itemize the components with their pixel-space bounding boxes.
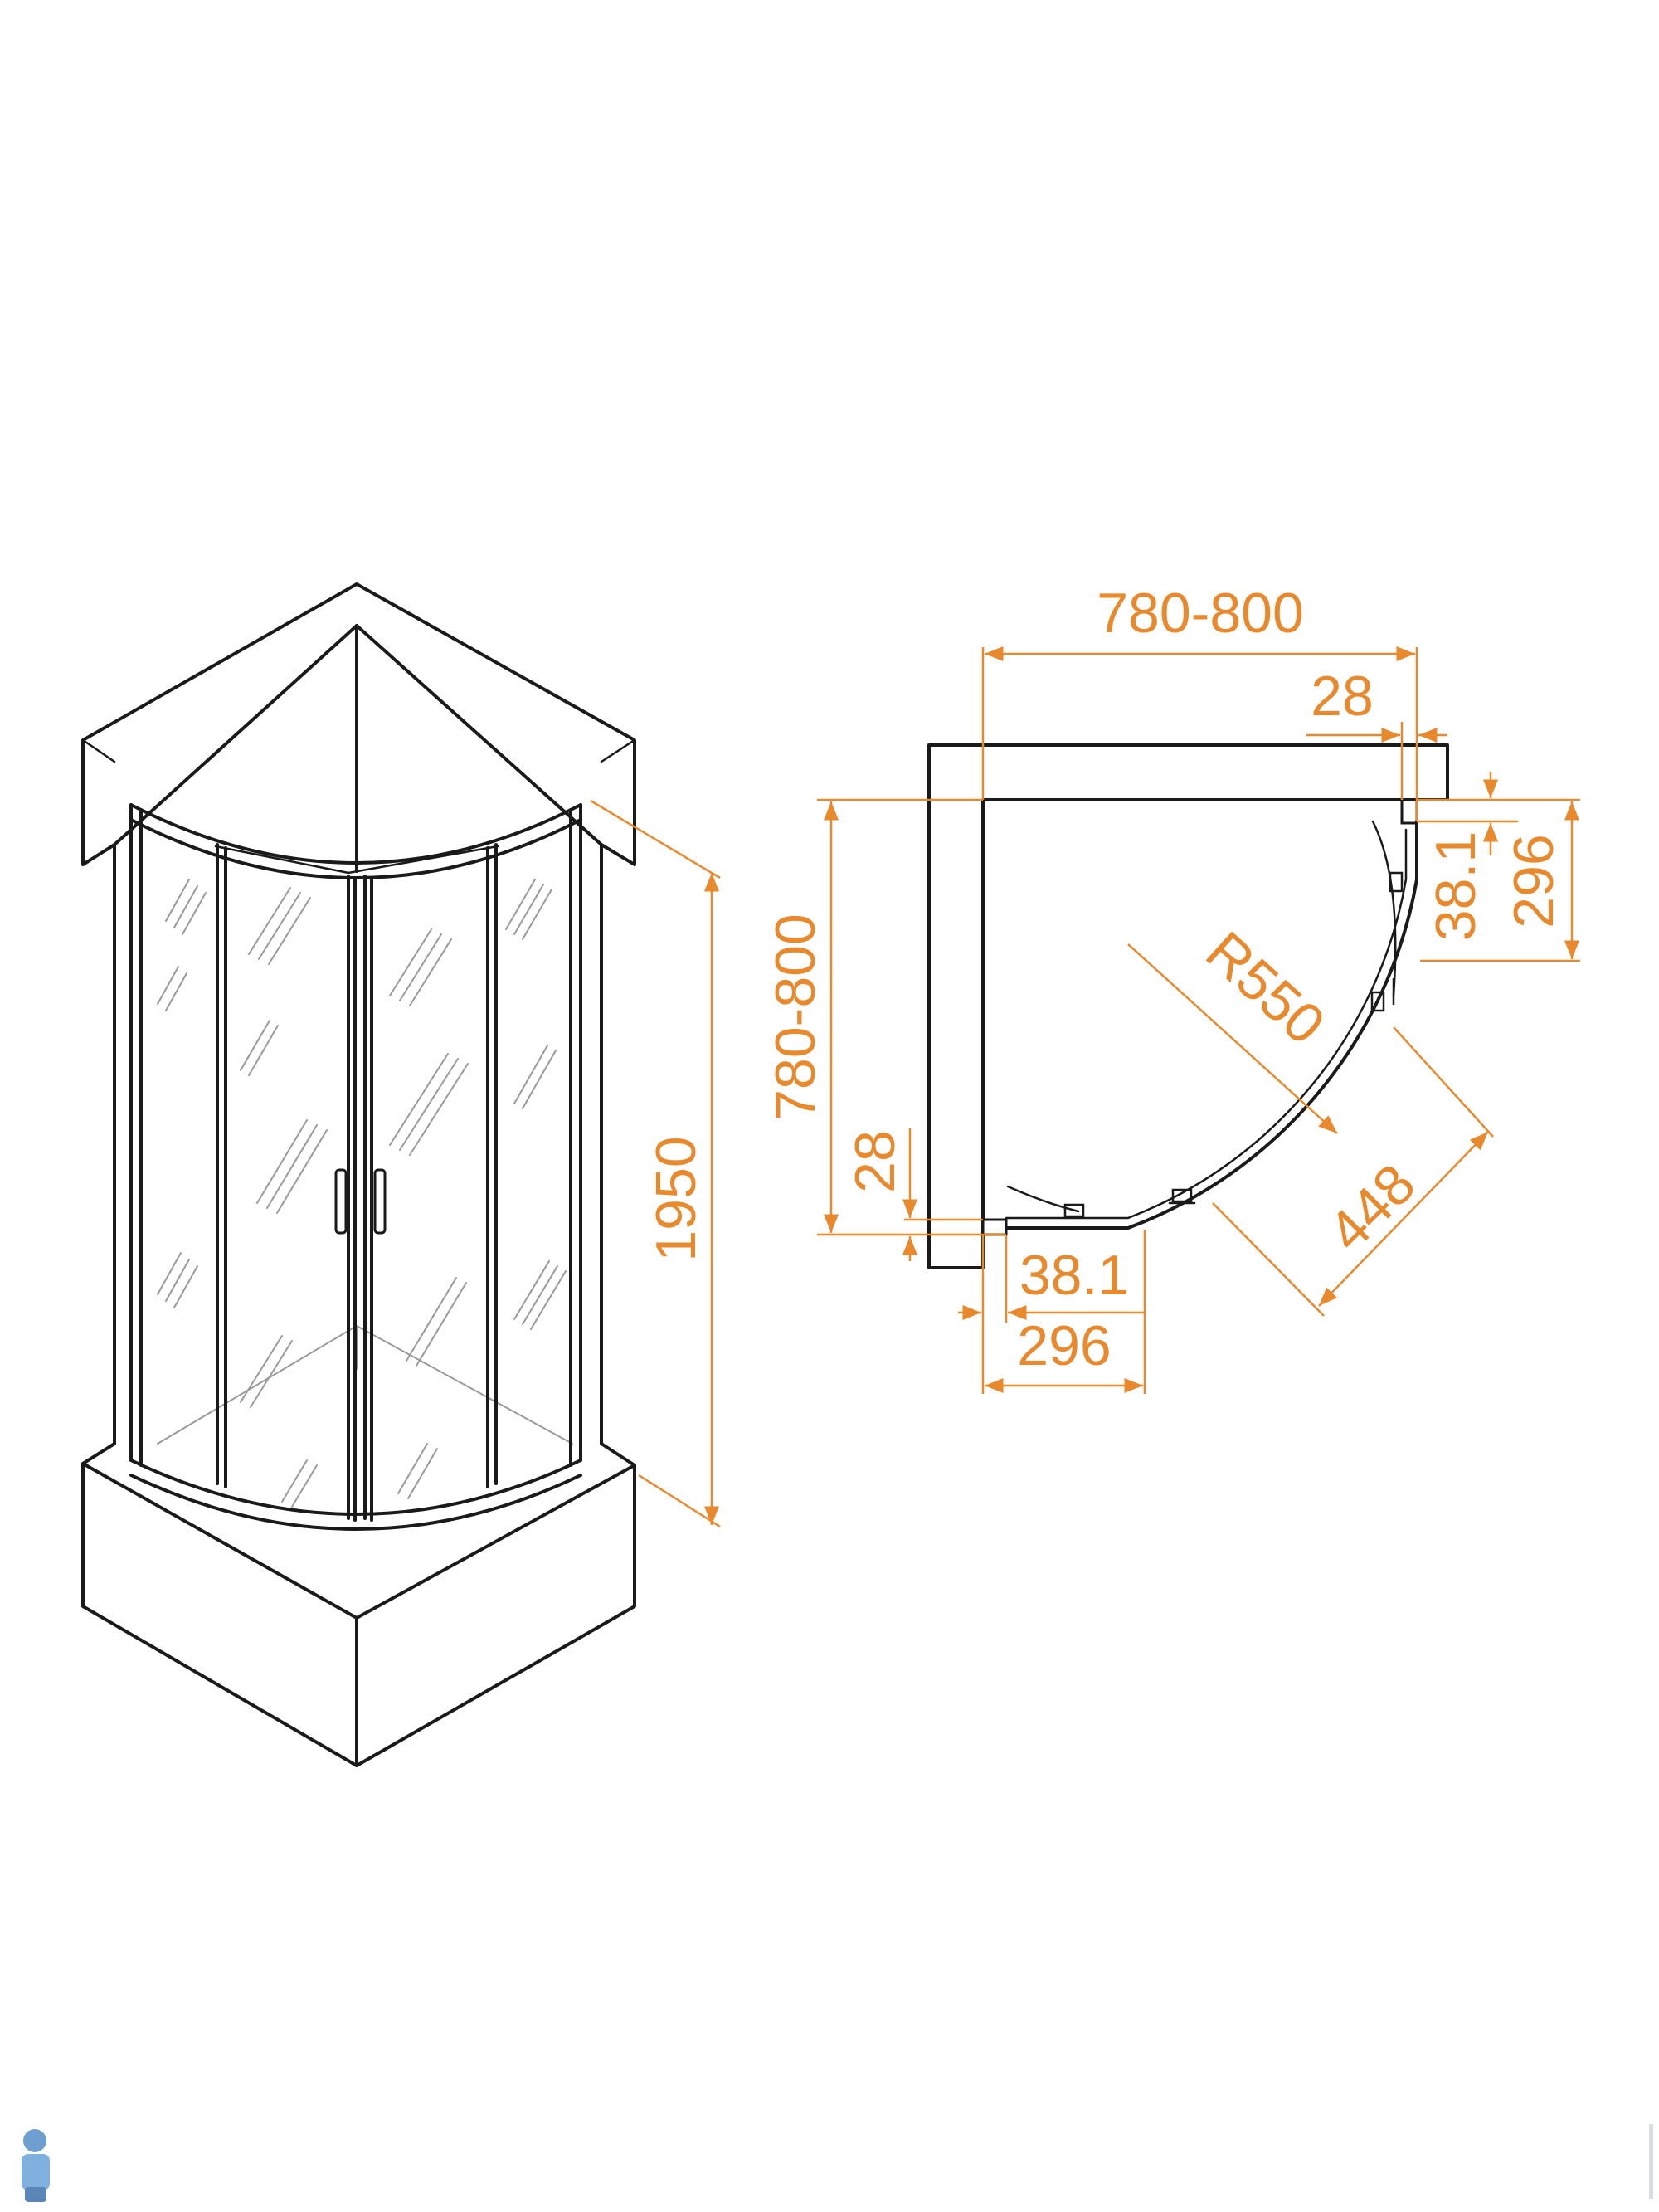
height-dimension: 1950: [590, 799, 721, 1528]
profile-top-right: [1400, 798, 1418, 825]
glass-reflections: [157, 879, 567, 1508]
fixed-bottom-label: 296: [1017, 1314, 1111, 1377]
door-arc-right: [1371, 820, 1397, 997]
door-arc-bottom: [1006, 1185, 1080, 1213]
fixed-right-label: 296: [1502, 834, 1565, 928]
door-edge-center-right: [363, 875, 373, 1522]
top-rail: [129, 803, 582, 865]
plan-curve-inner: [1005, 828, 1408, 1220]
wall-top-label: 28: [1311, 665, 1374, 728]
top-rail-back: [214, 845, 499, 875]
door-opening-label: 448: [1316, 1152, 1428, 1264]
radius-label: R550: [1194, 919, 1337, 1056]
handle-right: [373, 1168, 387, 1235]
walls-outline: [81, 582, 636, 1767]
height-label: 1950: [645, 1136, 708, 1261]
vertical-watermark: [1649, 2124, 1653, 2199]
bottom-rail-inner: [129, 1474, 582, 1531]
handle-left: [334, 1168, 348, 1235]
door-edge-center-left: [347, 875, 357, 1522]
profile-right: [569, 803, 582, 1467]
profile-bottom-label: 38.1: [1019, 1244, 1129, 1307]
depth-left-label: 780-800: [764, 914, 827, 1121]
plan-dimensions: 780-800 28 780-800 28 296 38.1 296 38: [764, 582, 1580, 1394]
wall-inner-left: [113, 624, 603, 846]
rollers: [1063, 871, 1404, 1218]
plan-curve-outer: [1005, 820, 1418, 1230]
plumber-mascot-icon: [22, 2129, 50, 2202]
wall-left-label: 28: [844, 1130, 907, 1193]
width-top-label: 780-800: [1097, 582, 1304, 645]
isometric-view: [81, 582, 636, 1767]
profile-bottom-left: [981, 1218, 1008, 1236]
door-edge-right-outer: [486, 843, 498, 1488]
wall-inner-top: [81, 738, 636, 763]
profile-right-label: 38.1: [1424, 831, 1487, 941]
profile-left: [129, 803, 143, 1467]
door-edge-left-outer: [216, 843, 227, 1488]
